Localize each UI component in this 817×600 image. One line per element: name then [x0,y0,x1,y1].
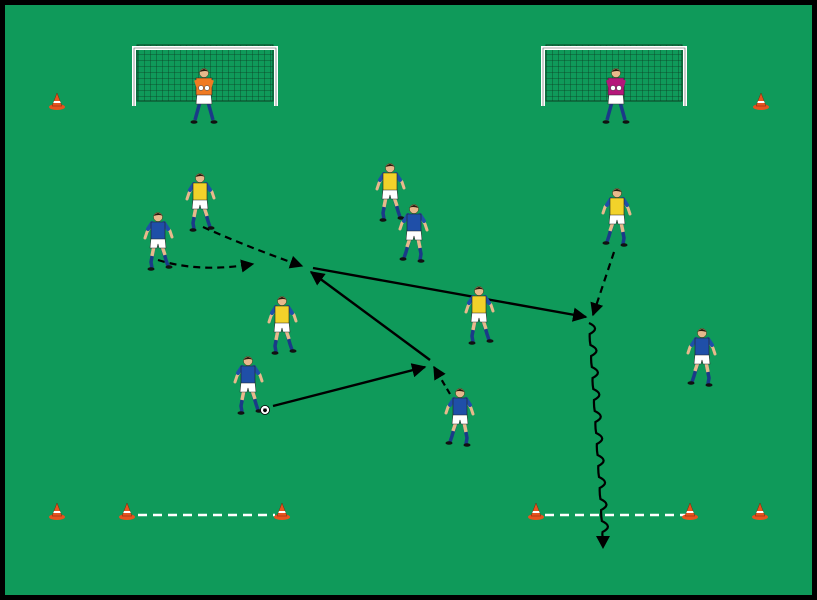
pitch-field [5,5,812,595]
cones [49,92,769,520]
cone-icon [49,502,65,520]
cone-icon [682,502,698,520]
player-blue [398,204,429,263]
player-blue [444,388,475,447]
cone-icon [49,92,65,110]
arrows [157,225,616,549]
dribble-arrowhead [596,536,610,549]
pass-arrow-3 [312,266,588,322]
player-yellow [185,173,216,232]
keeper-left [190,68,218,124]
dribble-arrow [588,322,609,539]
run-arrow-1 [202,225,304,269]
pass-arrow-1 [272,363,427,408]
players [143,68,717,447]
player-yellow [601,188,632,247]
keeper-right [602,68,630,124]
cone-icon [274,502,290,520]
cone-icon [528,502,544,520]
player-blue [143,212,174,271]
player-yellow [267,296,298,355]
cone-icon [753,92,769,110]
soccer-ball-icon [260,405,270,415]
pass-arrow-2 [309,271,431,361]
cone-icon [119,502,135,520]
player-yellow [464,286,495,345]
run-arrow-2 [157,258,255,273]
run-arrow-4 [433,365,451,395]
player-blue [233,356,264,415]
player-yellow [375,163,406,222]
player-blue [686,328,717,387]
cone-icon [752,502,768,520]
